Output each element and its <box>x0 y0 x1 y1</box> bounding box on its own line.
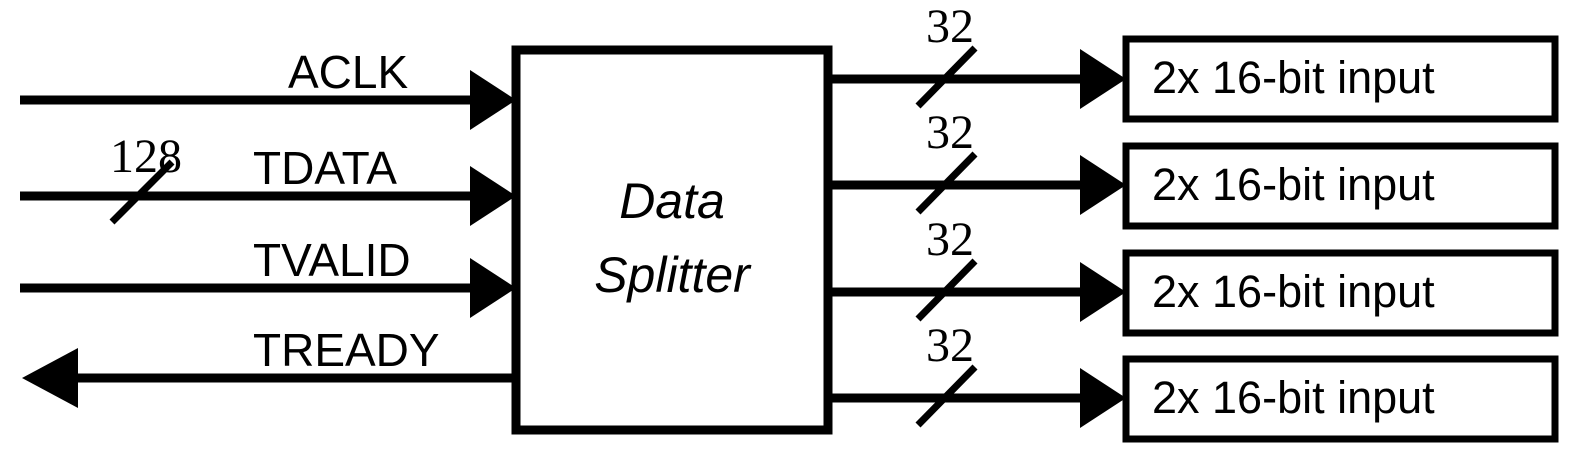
output-arrowhead-3-icon <box>1080 262 1126 322</box>
output-bus-slash-4-icon <box>915 364 978 428</box>
output-width-label-1: 32 <box>926 0 974 53</box>
data-splitter-title-line1: Data <box>619 173 725 229</box>
output-arrowhead-2-icon <box>1080 155 1126 215</box>
signal-aclk: ACLK <box>20 46 516 130</box>
output-branch-4: 32 <box>828 319 1126 428</box>
output-bus-slash-3-icon <box>915 258 978 322</box>
tvalid-arrowhead-icon <box>470 258 516 318</box>
output-branch-2: 32 <box>828 106 1126 215</box>
sink-box-4-label: 2x 16-bit input <box>1152 372 1435 423</box>
aclk-arrowhead-icon <box>470 70 516 130</box>
sink-box-3-label: 2x 16-bit input <box>1152 266 1435 317</box>
tvalid-label: TVALID <box>253 234 411 286</box>
output-branch-3: 32 <box>828 213 1126 322</box>
aclk-label: ACLK <box>288 46 408 98</box>
sink-box-4[interactable]: 2x 16-bit input <box>1122 355 1559 443</box>
sink-box-2-label: 2x 16-bit input <box>1152 159 1435 210</box>
output-width-label-4: 32 <box>926 319 974 372</box>
signal-tready: TREADY <box>22 324 520 408</box>
sink-box-1-label: 2x 16-bit input <box>1152 52 1435 103</box>
signal-tdata: 128 TDATA <box>20 130 516 226</box>
tready-label: TREADY <box>253 324 440 376</box>
tdata-width-label: 128 <box>110 130 182 183</box>
sink-box-2-rect <box>1122 142 1559 230</box>
output-branch-1: 32 <box>828 0 1126 109</box>
tdata-arrowhead-icon <box>470 166 516 226</box>
sink-box-3[interactable]: 2x 16-bit input <box>1122 249 1559 337</box>
data-splitter-rect <box>511 45 833 435</box>
signal-tvalid: TVALID <box>20 234 516 318</box>
output-bus-slash-1-icon <box>915 45 978 109</box>
output-arrowhead-1-icon <box>1080 49 1126 109</box>
sink-box-1-rect <box>1122 35 1559 123</box>
tready-arrowhead-icon <box>22 348 78 408</box>
tdata-label: TDATA <box>253 142 397 194</box>
output-arrowhead-4-icon <box>1080 368 1126 428</box>
output-width-label-2: 32 <box>926 106 974 159</box>
output-bus-slash-2-icon <box>915 151 978 215</box>
sink-box-3-rect <box>1122 249 1559 337</box>
data-splitter-title-line2: Splitter <box>594 247 752 303</box>
sink-box-4-rect <box>1122 355 1559 443</box>
sink-box-1[interactable]: 2x 16-bit input <box>1122 35 1559 123</box>
data-splitter-block[interactable]: Data Splitter <box>511 45 833 435</box>
tdata-bus-slash-icon <box>109 159 175 225</box>
output-width-label-3: 32 <box>926 213 974 266</box>
sink-box-2[interactable]: 2x 16-bit input <box>1122 142 1559 230</box>
